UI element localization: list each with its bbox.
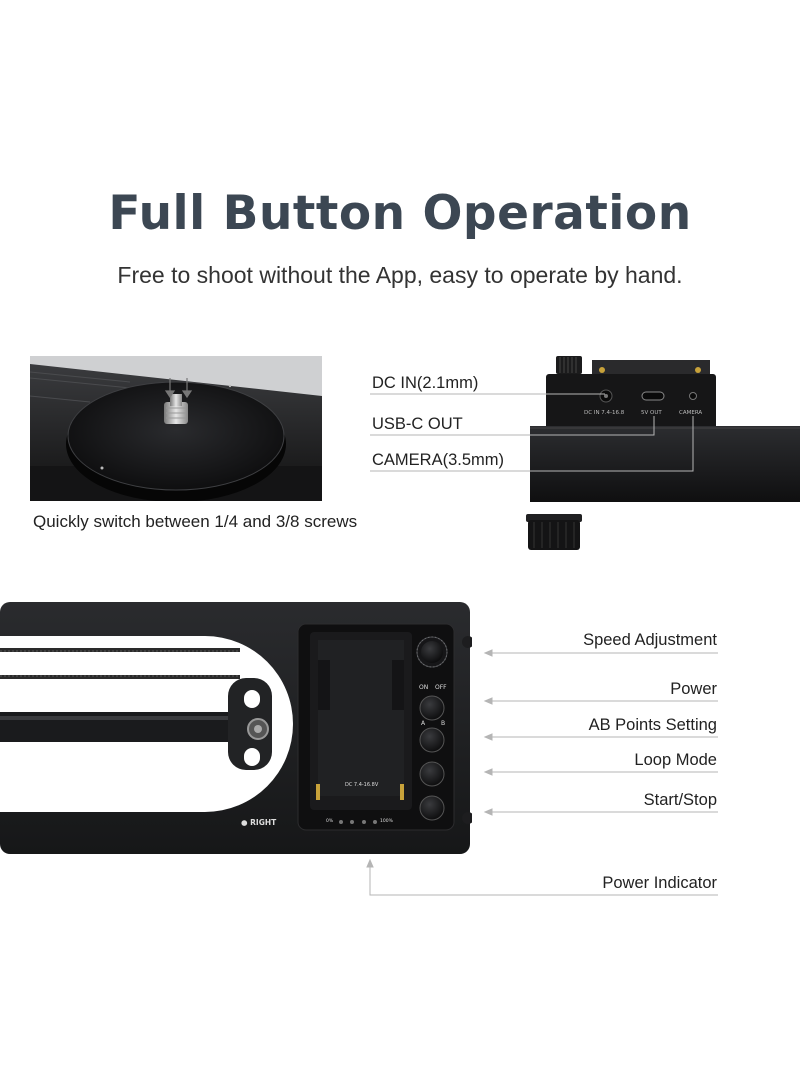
a-label: A: [421, 720, 426, 727]
on-label: ON: [419, 684, 429, 691]
slider-leader-lines: [366, 649, 718, 896]
camera-port-label: CAMERA: [679, 410, 703, 416]
camera-callout: CAMERA(3.5mm): [372, 451, 505, 469]
ab-points-callout: AB Points Setting: [588, 716, 717, 734]
page-subtitle: Free to shoot without the App, easy to o…: [117, 262, 683, 288]
dc-port-label: DC IN 7.4-16.8: [584, 410, 625, 416]
screw-caption: Quickly switch between 1/4 and 3/8 screw…: [33, 512, 358, 531]
off-label: OFF: [435, 684, 447, 691]
power-callout: Power: [670, 680, 717, 698]
indicator-max-label: 100%: [380, 819, 393, 824]
page-title: Full Button Operation: [108, 186, 692, 241]
start-stop-callout: Start/Stop: [643, 791, 717, 809]
right-side-label: ● RIGHT: [241, 818, 277, 827]
dc-in-callout: DC IN(2.1mm): [372, 374, 479, 392]
speed-adjustment-callout: Speed Adjustment: [583, 631, 717, 649]
b-label: B: [441, 720, 446, 727]
battery-voltage-label: DC 7.4-16.8V: [345, 782, 379, 788]
usb-c-callout: USB-C OUT: [372, 415, 463, 433]
indicator-min-label: 0%: [326, 819, 334, 824]
camera-leader-line: [370, 416, 694, 472]
screw-mount-photo: [30, 356, 322, 501]
usb-leader-line: [370, 416, 655, 436]
power-indicator-callout: Power Indicator: [602, 874, 717, 892]
usb-port-label: 5V OUT: [641, 410, 662, 416]
port-leader-lines: [370, 393, 694, 472]
slider-control-photo: [0, 602, 472, 854]
loop-mode-callout: Loop Mode: [634, 751, 717, 769]
